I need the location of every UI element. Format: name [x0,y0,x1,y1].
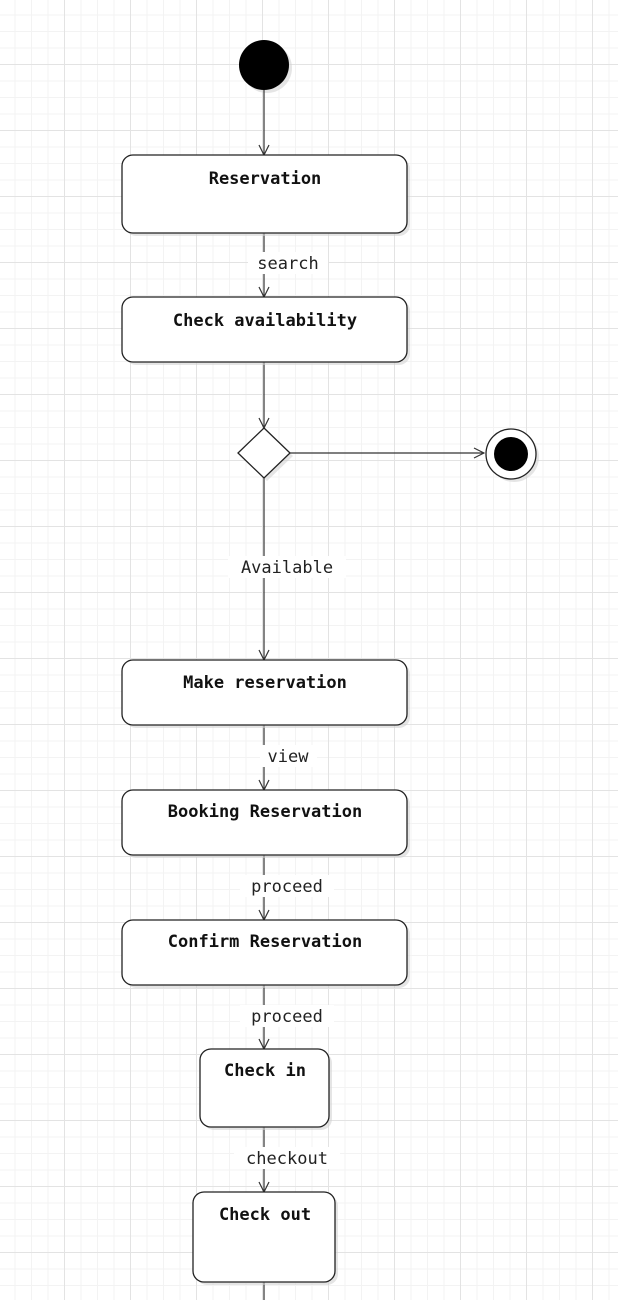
node-confirm-reservation-label: Confirm Reservation [168,932,362,952]
edge-label-view: view [260,745,317,767]
edge-label-search-text: search [257,254,318,274]
node-reservation-label: Reservation [209,169,322,189]
node-check-availability[interactable]: Check availability [121,296,410,365]
node-check-availability-label: Check availability [173,311,357,331]
end-node[interactable] [485,428,539,482]
edge-label-available-text: Available [241,558,333,578]
node-make-reservation[interactable]: Make reservation [121,659,410,728]
edges [264,90,484,1300]
node-check-out[interactable]: Check out [192,1191,338,1285]
edge-label-proceed-2: proceed [240,1005,334,1027]
node-check-in[interactable]: Check in [199,1048,332,1130]
node-booking-reservation-label: Booking Reservation [168,802,362,822]
node-confirm-reservation[interactable]: Confirm Reservation [121,919,410,988]
decision-node[interactable] [237,427,293,481]
edge-label-proceed-2-text: proceed [251,1007,323,1027]
node-check-in-label: Check in [224,1061,306,1081]
edge-label-proceed-1: proceed [240,875,334,897]
edge-label-view-text: view [268,747,310,767]
edge-label-checkout: checkout [234,1147,340,1169]
node-make-reservation-label: Make reservation [183,673,347,693]
edge-label-available: Available [228,556,346,578]
node-booking-reservation[interactable]: Booking Reservation [121,789,410,858]
node-reservation[interactable]: Reservation [121,154,410,236]
edge-label-proceed-1-text: proceed [251,877,323,897]
edge-label-checkout-text: checkout [246,1149,328,1169]
node-check-out-label: Check out [219,1205,311,1225]
edge-label-search: search [248,252,328,274]
start-node[interactable] [239,40,292,93]
